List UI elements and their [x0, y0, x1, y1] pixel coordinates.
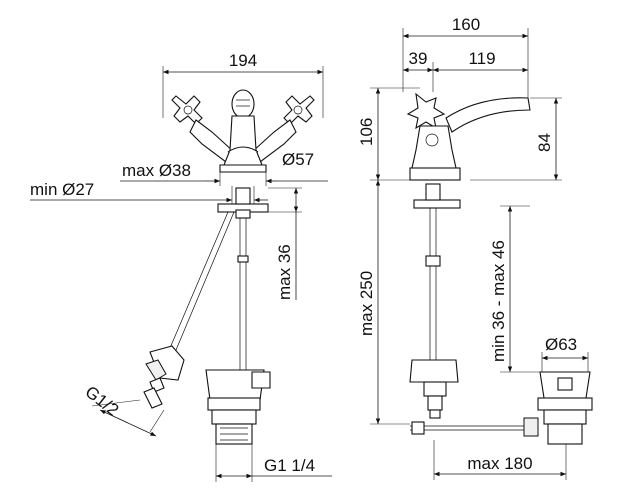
deck-thickness-label: max 36 — [275, 244, 294, 300]
right-handle — [251, 95, 315, 163]
depth-rear-label: 119 — [468, 49, 495, 68]
left-handle — [171, 95, 235, 163]
hole-diameter-label: min Ø27 — [30, 180, 94, 199]
spout-height-label: 84 — [535, 133, 554, 152]
mixer-side-body — [406, 92, 531, 181]
rod-length-label: max 250 — [357, 271, 376, 336]
hose-connector — [143, 345, 185, 409]
spout-diameter-label: max Ø38 — [122, 161, 191, 180]
mixer-body — [171, 89, 315, 173]
rod-reach-label: max 180 — [467, 454, 532, 473]
side-view: 160 39 119 106 84 — [357, 15, 593, 480]
front-view: 194 — [30, 51, 332, 482]
height-total-label: 106 — [357, 118, 376, 146]
connection-left-label: G1/2 — [82, 382, 123, 420]
aerator-head — [231, 89, 255, 119]
waste-side-assembly — [537, 371, 593, 445]
side-connector — [409, 359, 459, 419]
width-total-label: 194 — [229, 51, 257, 70]
waste-diameter-label: Ø63 — [545, 335, 577, 354]
depth-total-label: 160 — [452, 15, 480, 34]
body-diameter-label: Ø57 — [282, 150, 314, 169]
waste-thread-label: G1 1/4 — [264, 456, 315, 475]
waste-assembly — [205, 369, 271, 445]
depth-front-label: 39 — [409, 49, 428, 68]
deck-range-label: min 36 - max 46 — [489, 240, 508, 362]
